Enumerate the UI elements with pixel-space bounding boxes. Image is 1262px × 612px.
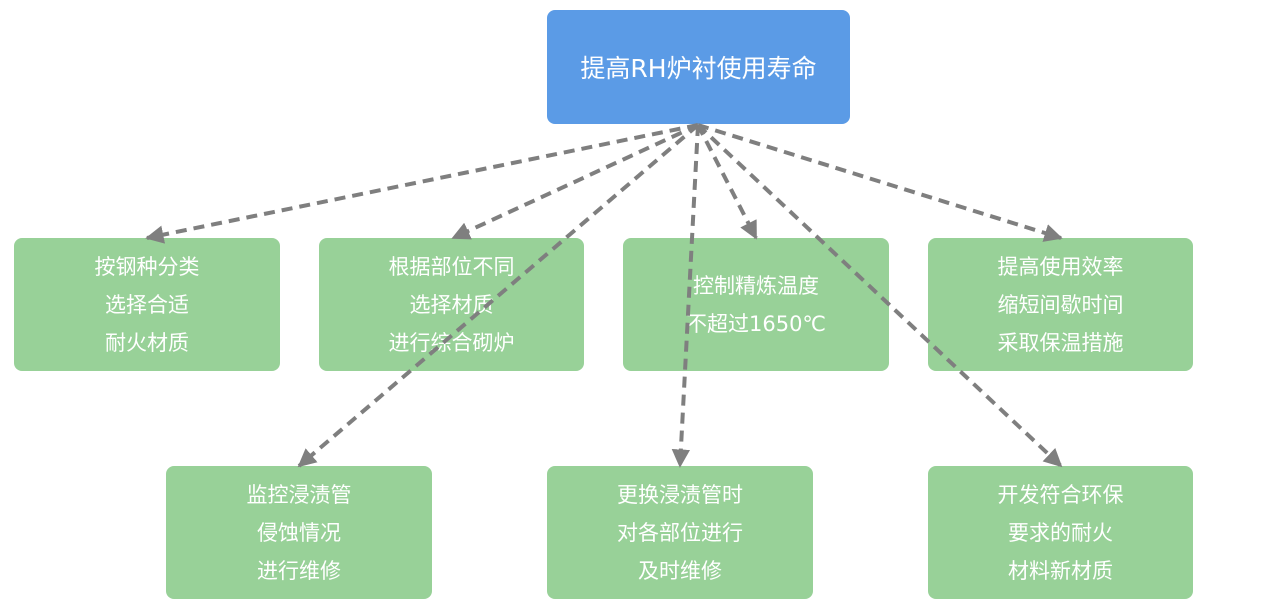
connector-arrow — [451, 123, 699, 240]
node-line: 采取保温措施 — [997, 330, 1124, 355]
node-line: 及时维修 — [638, 558, 722, 583]
node-line: 开发符合环保 — [997, 482, 1124, 507]
node-line: 提高使用效率 — [997, 254, 1124, 279]
node-line: 不超过1650℃ — [685, 311, 827, 336]
node-line: 更换浸渍管时 — [617, 482, 743, 507]
node-line: 对各部位进行 — [617, 520, 743, 545]
node-line: 耐火材质 — [105, 330, 189, 355]
node-line: 选择合适 — [105, 292, 189, 317]
node-line: 缩短间歇时间 — [997, 292, 1124, 317]
connector-arrow — [145, 123, 699, 244]
node-snorkel-monitoring[interactable]: 监控浸渍管 侵蚀情况 进行维修 — [166, 466, 432, 599]
node-snorkel-replacement[interactable]: 更换浸渍管时 对各部位进行 及时维修 — [547, 466, 813, 599]
node-position-material[interactable]: 根据部位不同 选择材质 进行综合砌炉 — [319, 238, 584, 371]
node-eco-refractory[interactable]: 开发符合环保 要求的耐火 材料新材质 — [928, 466, 1193, 599]
node-line: 根据部位不同 — [388, 254, 515, 279]
connector-arrow — [696, 124, 758, 240]
node-line: 按钢种分类 — [94, 254, 200, 279]
node-line: 要求的耐火 — [1008, 520, 1113, 545]
node-line: 材料新材质 — [1008, 558, 1113, 583]
node-line: 监控浸渍管 — [246, 482, 352, 507]
node-refining-temperature[interactable]: 控制精炼温度 不超过1650℃ — [623, 238, 889, 371]
node-line: 侵蚀情况 — [257, 520, 341, 545]
node-usage-efficiency[interactable]: 提高使用效率 缩短间歇时间 采取保温措施 — [928, 238, 1193, 371]
root-label: 提高RH炉衬使用寿命 — [580, 54, 817, 83]
connector-arrow — [697, 123, 1063, 242]
node-line: 控制精炼温度 — [693, 273, 819, 298]
node-line: 进行综合砌炉 — [388, 330, 515, 355]
root-node[interactable]: 提高RH炉衬使用寿命 — [547, 10, 850, 124]
node-steel-grade-material[interactable]: 按钢种分类 选择合适 耐火材质 — [14, 238, 280, 371]
node-line: 进行维修 — [257, 558, 341, 583]
node-line: 选择材质 — [409, 292, 494, 317]
